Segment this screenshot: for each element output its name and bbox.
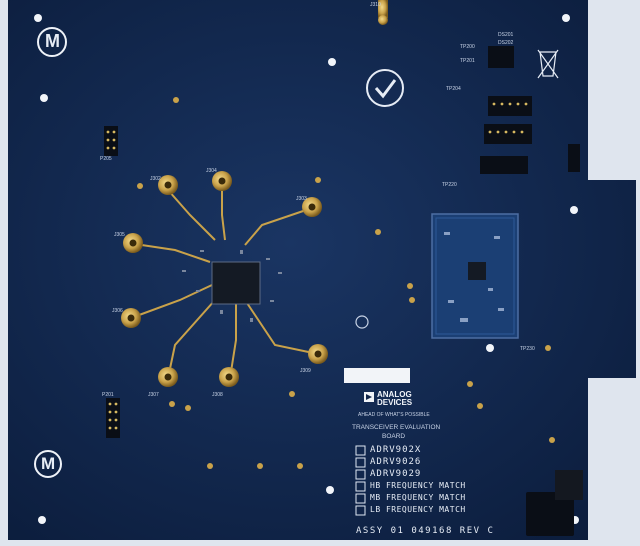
brand-logo-line-2: DEVICES (377, 398, 413, 407)
header-label-p201: P201 (102, 392, 114, 398)
header-label-j309: J309 (300, 368, 311, 374)
header-label-ds202: DS202 (498, 40, 514, 46)
test-points (137, 97, 555, 469)
header-label-tp201: TP201 (460, 58, 475, 64)
header-label-j305: J305 (114, 232, 125, 238)
brand-tagline: AHEAD OF WHAT'S POSSIBLE (358, 412, 430, 418)
m-marker-top (37, 27, 67, 57)
board-title-line-1: TRANSCEIVER EVALUATION (352, 424, 441, 431)
power-jack (555, 470, 583, 500)
rf-traces (130, 183, 319, 379)
hb-frequency-match: HB FREQUENCY MATCH (370, 481, 466, 490)
lb-frequency-match: LB FREQUENCY MATCH (370, 505, 466, 514)
header-label-j308: J308 (212, 392, 223, 398)
header-label-j302: J302 (150, 176, 161, 182)
esd-mark (355, 315, 369, 329)
variant-adrv9029: ADRV9029 (370, 469, 422, 479)
header-label-j306: J306 (112, 308, 123, 314)
passive-components (182, 250, 282, 322)
header-label-j304: J304 (206, 168, 217, 174)
board-title-line-2: BOARD (382, 433, 406, 440)
variant-adrv9026: ADRV9026 (370, 457, 422, 467)
header-label-j307: J307 (148, 392, 159, 398)
header-label-tp220: TP220 (442, 182, 457, 188)
label-sticker (344, 368, 410, 383)
checkbox-column (355, 445, 366, 516)
marker-bottom-letter: M (41, 454, 57, 473)
pcb-board (8, 0, 636, 540)
assembly-number: ASSY 01 049168 REV C (356, 526, 495, 536)
header-label-tp200: TP200 (460, 44, 475, 50)
certification-seal (366, 69, 404, 107)
header-label-tp204: TP204 (446, 86, 461, 92)
header-label-tp230: TP230 (520, 346, 535, 352)
variant-adrv902x: ADRV902X (370, 445, 422, 455)
weee-icon (537, 49, 559, 79)
header-label-j310: J310 (370, 2, 381, 8)
mb-frequency-match: MB FREQUENCY MATCH (370, 493, 466, 502)
sma-connectors (121, 0, 388, 387)
brand-logo-line-1: ANALOG (377, 390, 412, 399)
module-chip (468, 262, 486, 280)
transceiver-chip (211, 261, 261, 305)
marker-top-letter: M (45, 31, 61, 51)
header-label-ds201: DS201 (498, 32, 514, 38)
power-connector (526, 492, 574, 536)
header-label-p205: P205 (100, 156, 112, 162)
header-label-j303: J303 (296, 196, 307, 202)
m-marker-bottom (34, 450, 62, 478)
